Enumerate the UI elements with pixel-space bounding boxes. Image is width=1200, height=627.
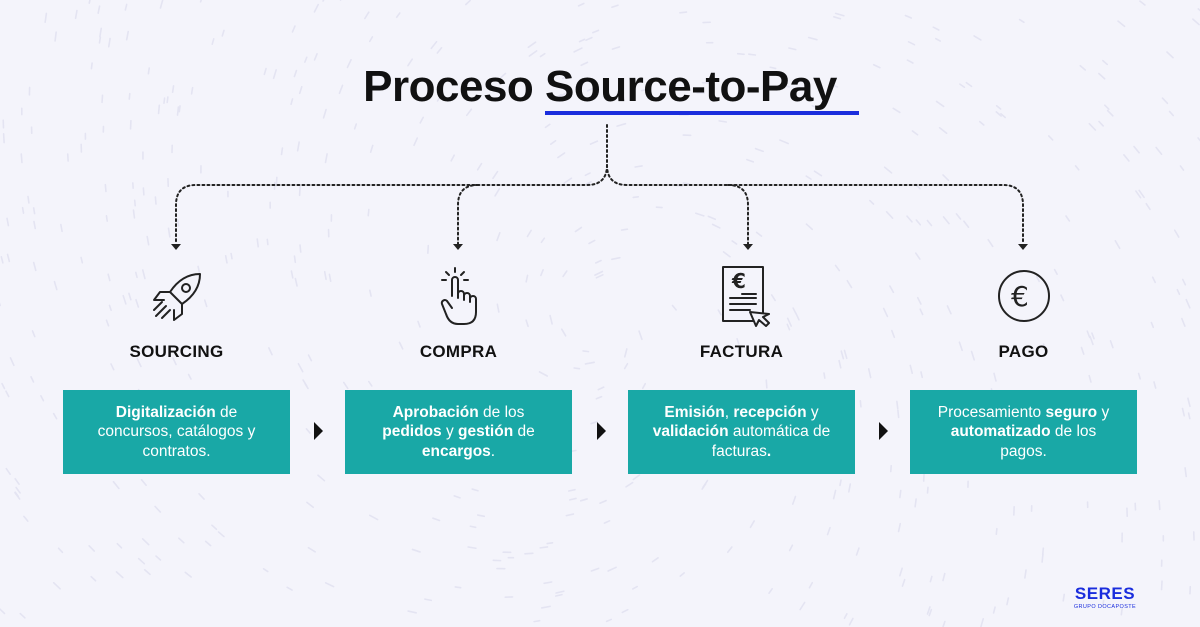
desc-bold: recepción: [733, 403, 807, 421]
step-label-sourcing: SOURCING: [129, 342, 224, 361]
desc-text: Procesamiento: [937, 403, 1046, 421]
desc-bold: gestión: [458, 423, 514, 441]
desc-bold: pedidos: [382, 423, 442, 441]
svg-text:€: €: [731, 269, 746, 293]
desc-box-compra: Aprobación de los pedidos y gestión de e…: [345, 390, 572, 474]
connector-trunk: [175, 124, 608, 245]
connector-branch-factura: [727, 184, 749, 245]
desc-text: ,: [724, 403, 734, 421]
desc-bold: validación: [652, 423, 729, 441]
desc-bold: automatizado: [950, 423, 1051, 441]
desc-bold: encargos: [421, 442, 491, 460]
connector-branch-compra: [457, 184, 479, 245]
desc-bold: seguro: [1045, 403, 1098, 421]
desc-text-sourcing: Digitalización de concursos, catálogos y…: [81, 403, 272, 462]
desc-text: y: [1097, 403, 1110, 421]
page-title: Proceso Source-to-Pay: [0, 62, 1200, 112]
desc-text: y: [806, 403, 819, 421]
euro-coin-icon: €: [998, 270, 1050, 322]
desc-box-factura: Emisión, recepción y validación automáti…: [628, 390, 855, 474]
title-highlight: Source-to-Pay: [545, 62, 837, 111]
logo-brand: SERES: [1074, 584, 1136, 603]
desc-text: de concursos, catálogos y contratos.: [97, 403, 256, 460]
desc-text-factura: Emisión, recepción y validación automáti…: [646, 403, 837, 462]
flow-arrow-3: [879, 422, 888, 440]
flow-arrow-1: [314, 422, 323, 440]
step-label-factura: FACTURA: [699, 342, 784, 361]
rocket-icon: [153, 273, 201, 321]
desc-text: y: [441, 423, 459, 441]
desc-text: automática de facturas: [711, 423, 831, 460]
desc-text: de: [513, 423, 535, 441]
desc-bold: Emisión: [664, 403, 725, 421]
logo-subtitle: GRUPO DOCAPOSTE: [1073, 604, 1137, 610]
connector-right-main: [606, 164, 1024, 245]
title-prefix: Proceso: [363, 62, 546, 111]
desc-text-compra: Aprobación de los pedidos y gestión de e…: [363, 403, 554, 462]
desc-bold: Digitalización: [115, 403, 216, 421]
desc-text: de los pagos.: [1000, 423, 1097, 460]
flow-arrow-2: [597, 422, 606, 440]
desc-box-pago: Procesamiento seguro y automatizado de l…: [910, 390, 1137, 474]
arrowhead-factura: [743, 244, 753, 250]
desc-bold: .: [766, 442, 772, 460]
arrowhead-sourcing: [171, 244, 181, 250]
desc-text: .: [490, 442, 496, 460]
desc-text-pago: Procesamiento seguro y automatizado de l…: [928, 403, 1119, 462]
step-label-compra: COMPRA: [419, 342, 498, 361]
seres-logo: SERES GRUPO DOCAPOSTE: [1070, 585, 1140, 610]
desc-box-sourcing: Digitalización de concursos, catálogos y…: [63, 390, 290, 474]
desc-text: de los: [478, 403, 525, 421]
branch-connector: [171, 124, 1028, 250]
desc-bold: Aprobación: [392, 403, 479, 421]
pointer-hand-icon: [440, 267, 477, 325]
euro-invoice-icon: €: [722, 266, 770, 327]
svg-text:€: €: [1011, 280, 1029, 313]
step-label-pago: PAGO: [998, 342, 1049, 361]
arrowhead-pago: [1018, 244, 1028, 250]
arrowhead-compra: [453, 244, 463, 250]
